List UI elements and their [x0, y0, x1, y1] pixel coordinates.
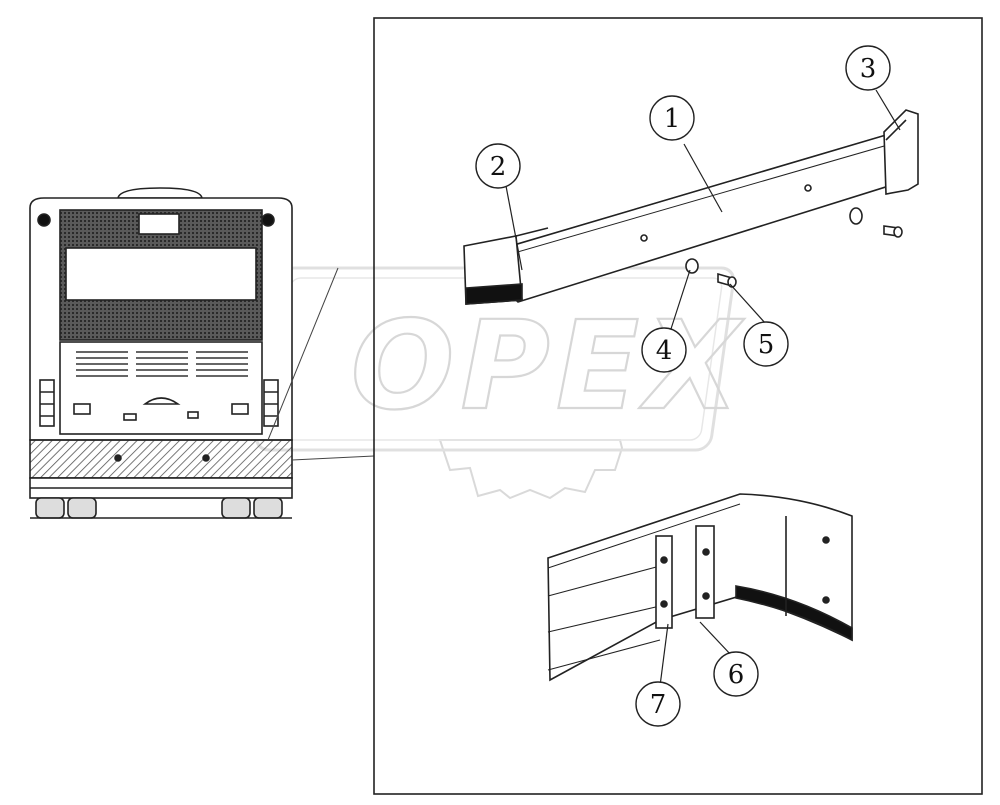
bus-window-glass: [65, 247, 257, 301]
detail-frame: [373, 17, 983, 795]
bus-marker-lamp-right: [261, 213, 275, 227]
callout-6: 6: [713, 651, 759, 697]
bus-engine-grille: [76, 351, 248, 377]
bolt: [883, 225, 903, 238]
washer: [685, 258, 699, 274]
bracket: [655, 535, 673, 629]
bus-rear-view: [29, 187, 293, 519]
watermark: OPEX: [255, 266, 746, 500]
callout-5: 5: [743, 321, 789, 367]
mount-hole: [804, 184, 812, 192]
bus-roof-hatch: [117, 187, 203, 199]
bus-marker-lamp-left: [37, 213, 51, 227]
callout-3: 3: [845, 45, 891, 91]
bus-engine-panel: [59, 341, 263, 435]
callout-7: 7: [635, 681, 681, 727]
svg-text:7: 7: [650, 690, 667, 720]
svg-text:1: 1: [664, 104, 681, 134]
watermark-text: OPEX: [351, 295, 746, 437]
svg-text:6: 6: [728, 660, 745, 690]
stud: [660, 536, 830, 608]
bus-tail-light-left: [39, 379, 55, 427]
callout-leaders: [505, 89, 901, 687]
mount-hole: [640, 234, 648, 242]
svg-text:3: 3: [860, 54, 877, 84]
bumper-corner-detail: [547, 493, 853, 682]
svg-text:2: 2: [490, 152, 507, 182]
bumper-beam: [468, 130, 909, 303]
callout-2: 2: [475, 143, 521, 189]
bus-wheels: [35, 497, 283, 519]
svg-text:5: 5: [758, 330, 775, 360]
bracket: [695, 525, 715, 619]
callout-1: 1: [649, 95, 695, 141]
svg-text:4: 4: [656, 336, 673, 366]
bus-rear-bumper: [29, 439, 293, 479]
bumper-end-cap-right: [883, 109, 919, 195]
bumper-assembly: [463, 109, 919, 305]
bus-route-sign: [138, 213, 180, 235]
washer: [849, 207, 863, 225]
bus-tail-light-right: [263, 379, 279, 427]
leader-lines: [267, 267, 375, 461]
callout-4: 4: [641, 327, 687, 373]
watermark-gear-icon: [438, 439, 624, 500]
